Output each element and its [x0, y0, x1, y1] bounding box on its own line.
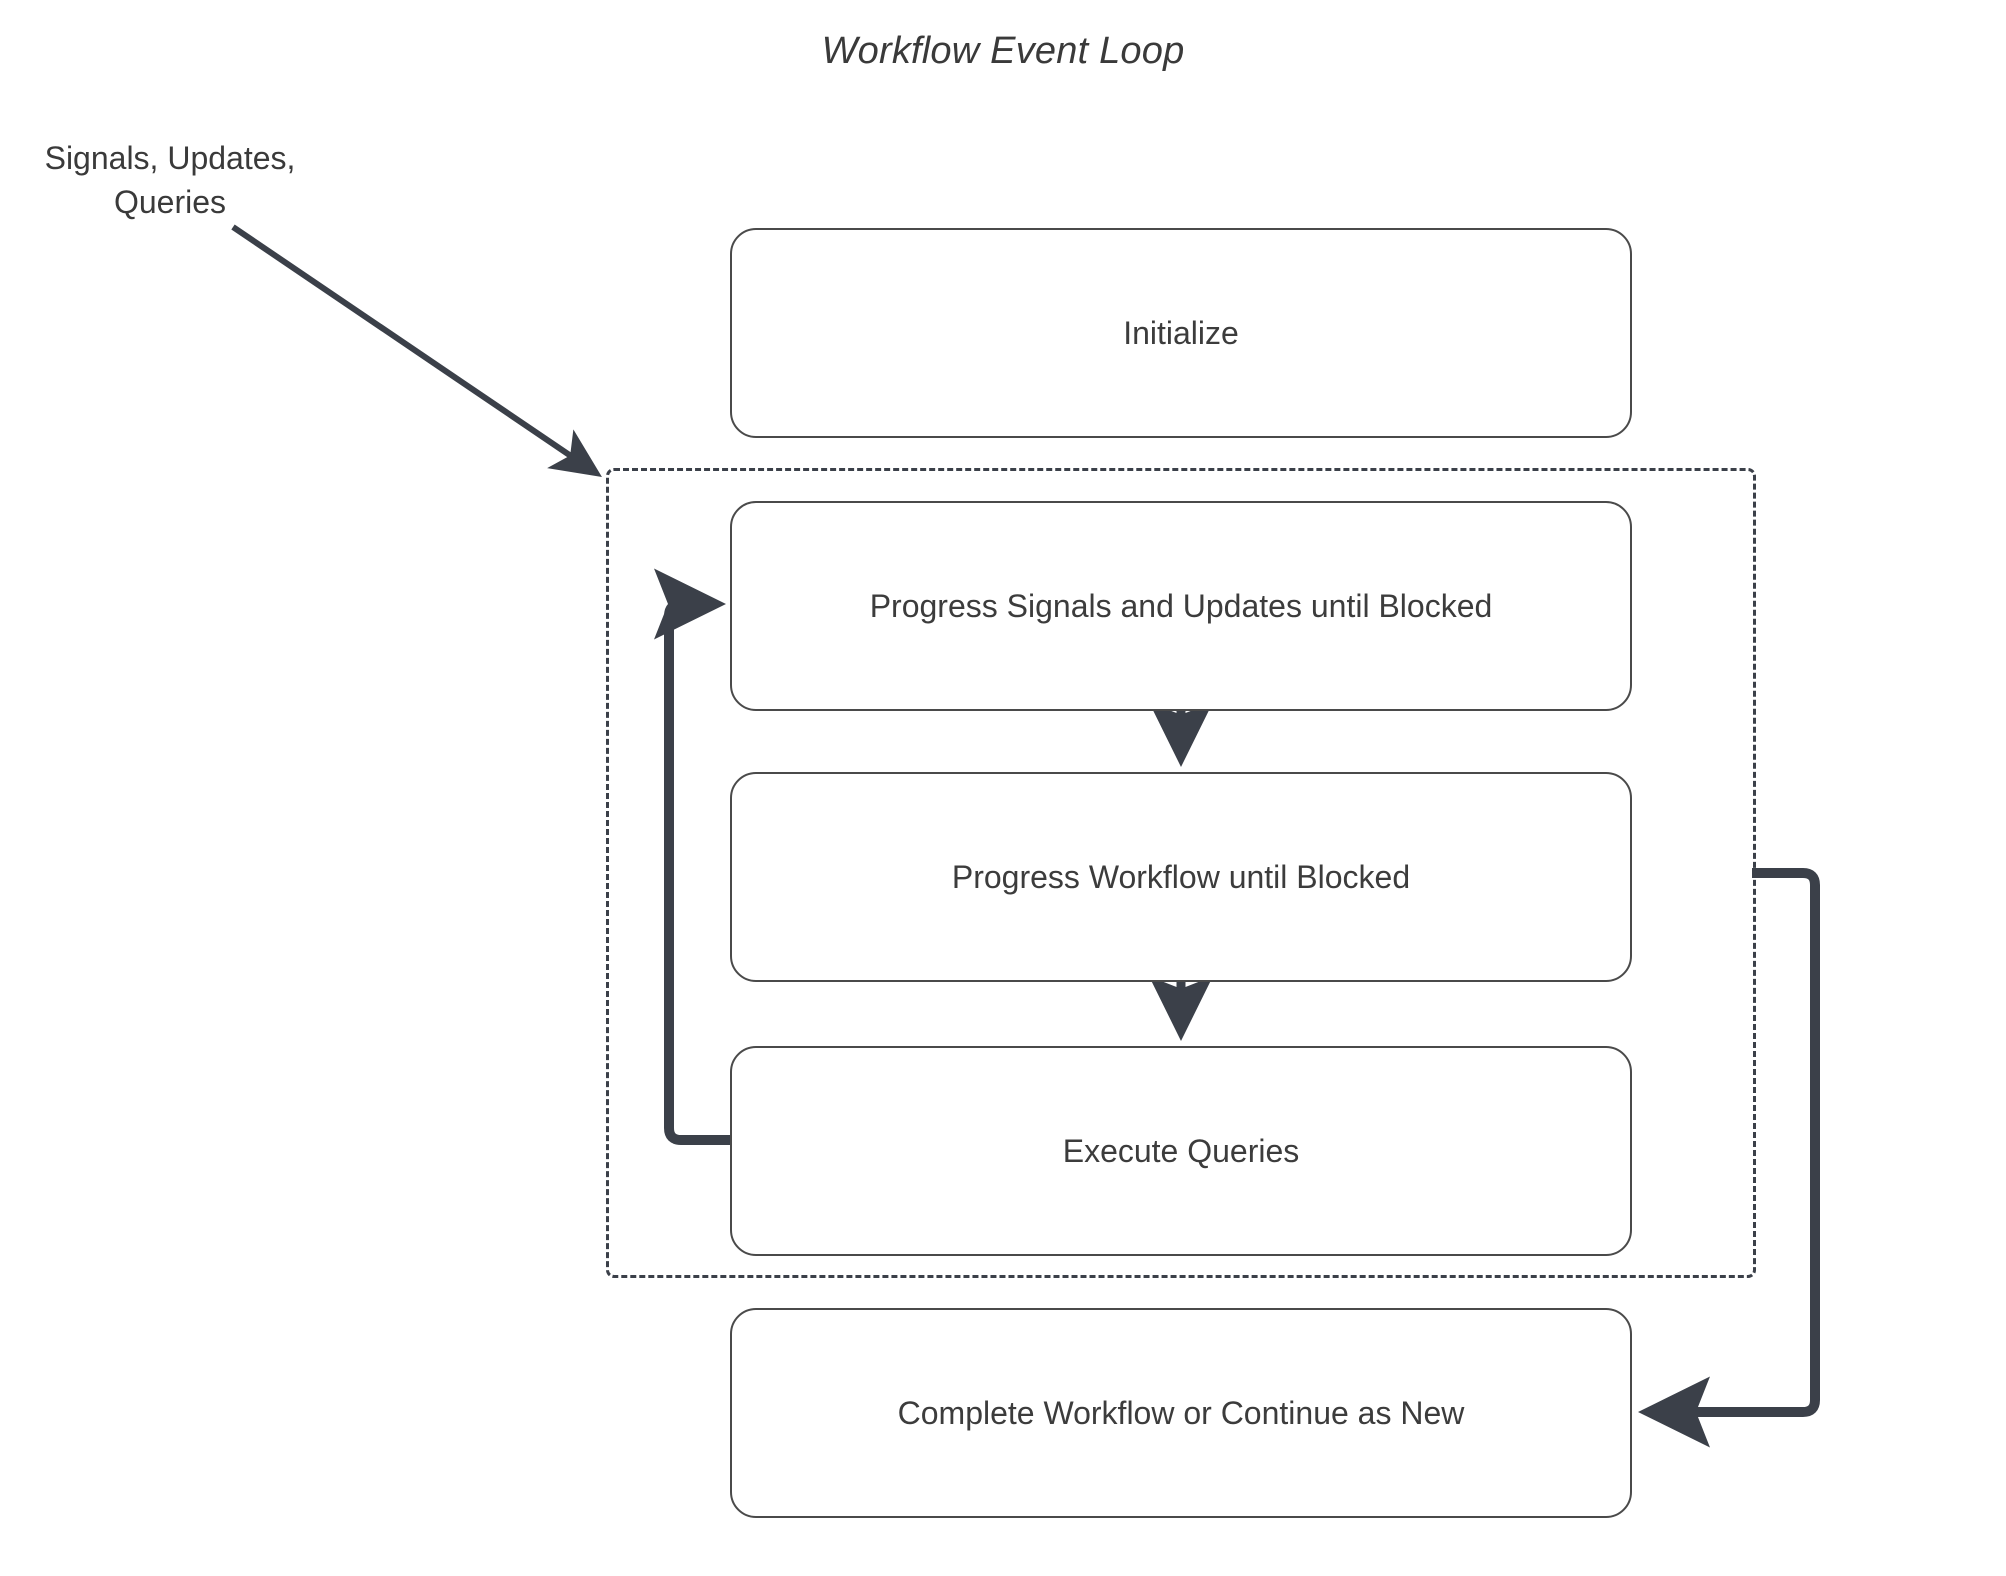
node-complete-workflow[interactable]: Complete Workflow or Continue as New: [730, 1308, 1632, 1518]
node-progress-signals[interactable]: Progress Signals and Updates until Block…: [730, 501, 1632, 711]
diagram-title: Workflow Event Loop: [821, 30, 1185, 72]
external-input-label-line1: Signals, Updates,: [44, 140, 296, 176]
node-initialize[interactable]: Initialize: [730, 228, 1632, 438]
external-input-label: Signals, Updates, Queries: [10, 136, 330, 224]
external-input-label-line2: Queries: [113, 184, 227, 220]
node-execute-queries[interactable]: Execute Queries: [730, 1046, 1632, 1256]
node-initialize-label: Initialize: [1123, 315, 1239, 351]
node-progress-workflow-label: Progress Workflow until Blocked: [951, 859, 1411, 895]
node-progress-workflow[interactable]: Progress Workflow until Blocked: [730, 772, 1632, 982]
node-progress-signals-label: Progress Signals and Updates until Block…: [869, 588, 1493, 624]
node-execute-queries-label: Execute Queries: [1062, 1133, 1300, 1169]
external-input-edge: [231, 224, 602, 478]
node-complete-workflow-label: Complete Workflow or Continue as New: [897, 1395, 1465, 1431]
